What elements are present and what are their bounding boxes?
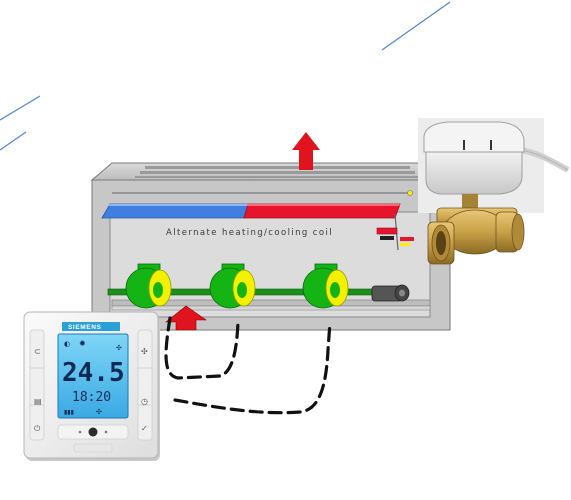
- check-icon: ✓: [141, 424, 148, 433]
- right-button-strip[interactable]: [137, 329, 153, 441]
- room-thermostat: ⊂ ▤ ⏻ ✣ ◷ ✓ SIEMENS ✹ ◐ 24.5 18:20 ▮▮▮ ✣…: [23, 311, 160, 461]
- decor-line-left-2: [0, 131, 27, 151]
- decor-line-left-1: [0, 95, 41, 121]
- temperature-readout: 24.5: [62, 358, 125, 388]
- menu-icon: ▤: [34, 397, 42, 406]
- fan-hub: [237, 282, 247, 298]
- control-wiring: [164, 316, 332, 415]
- blower-fan-2: [209, 263, 256, 309]
- brand-label: SIEMENS: [68, 324, 102, 331]
- blower-fans: [125, 263, 349, 309]
- power-icon: ⏻: [34, 424, 41, 433]
- air-outlet-grille: [135, 166, 420, 178]
- decor-line-top-right: [381, 1, 451, 51]
- coil-pipe-connection: [376, 213, 414, 251]
- brass-valve: [427, 207, 525, 265]
- mode-icon: ⊂: [34, 347, 41, 356]
- timer-icon: ◷: [141, 397, 148, 406]
- air-intake-arrow: [165, 305, 207, 331]
- valve-actuator-photo: [418, 118, 570, 213]
- fan-motor: [371, 284, 410, 302]
- coil-label: Alternate heating/cooling coil: [166, 228, 333, 238]
- fan-icon: ✣: [141, 347, 148, 356]
- wire-fan-3: [173, 320, 332, 415]
- plus-dot: [104, 430, 108, 434]
- brand-bar: [62, 322, 120, 331]
- lcd-screen: [57, 333, 129, 419]
- mode-indicator-icon: ◐: [64, 340, 70, 348]
- center-knob[interactable]: [88, 427, 98, 437]
- cooling-coil-section: [101, 203, 249, 219]
- fan-hub: [153, 282, 163, 298]
- sun-icon: ✹: [79, 339, 86, 348]
- lcd-fan-icon: ✣: [116, 344, 122, 352]
- heating-coil-section: [243, 203, 401, 219]
- time-readout: 18:20: [72, 390, 111, 405]
- wire-fan-1: [164, 316, 240, 380]
- fan-speed-icon: ✣: [96, 408, 102, 416]
- heating-cooling-coil: Alternate heating/cooling coil: [101, 203, 401, 238]
- left-button-strip[interactable]: [29, 329, 45, 441]
- blower-fan-3: [302, 263, 349, 309]
- actuator-cap: [423, 121, 525, 153]
- hot-air-up-arrow: [292, 132, 320, 170]
- minus-dot: [78, 430, 82, 434]
- blower-fan-1: [125, 263, 172, 309]
- level-bars-icon: ▮▮▮: [64, 409, 74, 416]
- fan-hub: [330, 282, 340, 298]
- bottom-slot: [73, 443, 113, 453]
